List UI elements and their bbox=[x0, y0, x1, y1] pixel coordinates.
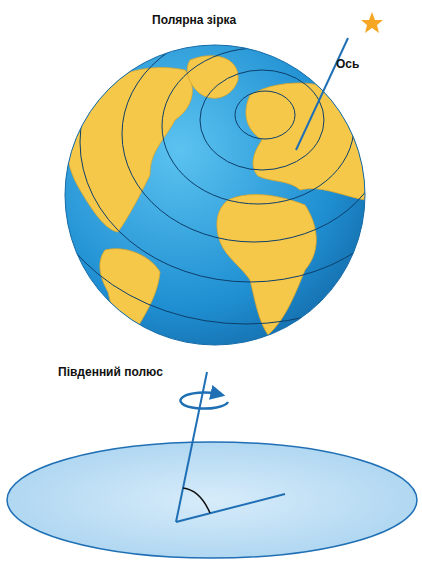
polaris-star bbox=[361, 12, 383, 33]
continent bbox=[100, 249, 160, 340]
rotation-arrow bbox=[180, 393, 228, 409]
angle-arc bbox=[183, 488, 210, 513]
orbit-plane bbox=[7, 442, 417, 558]
star-label: Полярна зірка bbox=[150, 12, 238, 28]
globe bbox=[65, 45, 365, 345]
continent bbox=[217, 195, 316, 335]
angle-line bbox=[176, 494, 285, 522]
globe-outline bbox=[65, 45, 365, 345]
continent bbox=[66, 67, 192, 232]
continent bbox=[246, 83, 365, 200]
latitude-lines bbox=[36, 0, 422, 324]
axis-line bbox=[296, 38, 348, 150]
axis-label: Ось bbox=[334, 56, 361, 72]
pole-label: Південний полюс bbox=[56, 364, 165, 380]
